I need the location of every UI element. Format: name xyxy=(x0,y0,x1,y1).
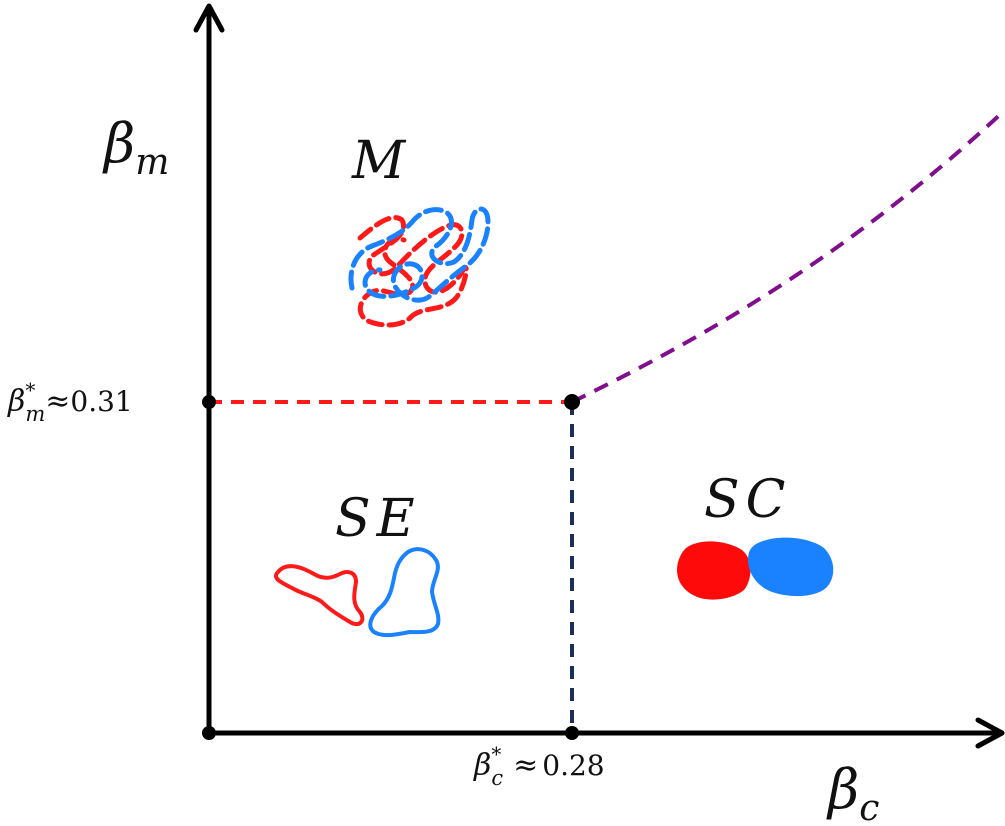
red-chain-mixed xyxy=(357,215,469,328)
x-axis-label-sub: c xyxy=(859,788,879,826)
segregated-globules-illustration xyxy=(676,537,834,600)
beta-m-critical-point xyxy=(202,395,216,409)
red-chain-separated xyxy=(274,564,365,627)
boundary-m-sc xyxy=(571,108,1005,404)
x-axis-arrowhead xyxy=(975,717,1005,749)
blue-chain-separated xyxy=(368,547,441,638)
y-axis-label: βm xyxy=(102,112,169,183)
y-axis-arrowhead xyxy=(193,3,225,33)
y-axis-label-sub: m xyxy=(135,142,169,183)
blue-chain-mixed xyxy=(348,206,491,303)
mixed-chains-illustration xyxy=(348,206,491,328)
blue-globule xyxy=(748,537,834,597)
beta-c-critical-label: β*c≈0.28 xyxy=(473,742,605,790)
region-label-m: M xyxy=(351,131,407,191)
beta-m-critical-label: β*m≈0.31 xyxy=(7,378,133,426)
beta-c-critical-point xyxy=(565,726,579,740)
separated-chains-illustration xyxy=(274,547,441,638)
red-globule xyxy=(676,541,751,600)
x-axis-label: βc xyxy=(826,758,879,826)
region-label-sc: SC xyxy=(704,470,791,530)
triple-point xyxy=(564,394,580,410)
region-label-se: SE xyxy=(335,489,421,549)
origin-point xyxy=(202,726,216,740)
